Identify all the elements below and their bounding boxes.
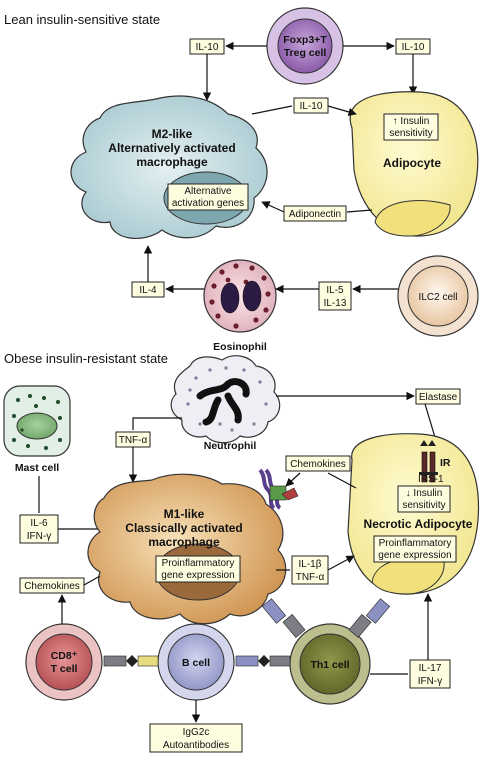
necrotic-genes-box: [373, 535, 457, 563]
eosinophil-label: Eosinophil: [213, 341, 267, 353]
insulin-up-line2: sensitivity: [389, 128, 432, 139]
il5-il13-box: IL-5 IL-13: [318, 281, 352, 311]
adiponectin-box: Adiponectin: [283, 205, 347, 222]
line-chemokines-to-m1: [83, 575, 101, 586]
svg-text:M1-like: M1-like: [164, 507, 205, 521]
insulin-up-line1: ↑ Insulin: [393, 116, 430, 127]
il6-ifng-box: IL-6 IFN-γ: [19, 514, 59, 544]
b-cell: B cell: [157, 623, 235, 701]
svg-text:Autoantibodies: Autoantibodies: [163, 740, 229, 751]
svg-text:T cell: T cell: [51, 663, 78, 675]
il17-ifng-box: IL-17 IFN-γ: [409, 659, 451, 689]
svg-text:IFN-γ: IFN-γ: [27, 531, 51, 542]
svg-text:IL-6: IL-6: [30, 518, 48, 529]
m1-genes-box: [155, 555, 241, 583]
svg-text:TNF-α: TNF-α: [296, 572, 325, 583]
irs1-label: IRS-1: [418, 474, 444, 485]
line-neutrophil-to-tnfa: [132, 417, 182, 430]
il1b-tnfa-box: IL-1β TNF-α: [291, 555, 329, 585]
il10-right-box: IL-10: [395, 38, 431, 55]
necrotic-label: Necrotic Adipocyte: [364, 517, 473, 531]
tnfa-top-box: TNF-α: [115, 431, 151, 448]
il10-left-box: IL-10: [189, 38, 225, 55]
insulin-up-box: [383, 113, 439, 141]
chemokines-left-box: Chemokines: [19, 577, 85, 594]
svg-text:IL-17: IL-17: [419, 663, 442, 674]
svg-text:IL-5: IL-5: [326, 285, 344, 296]
obese-section-title: Obese insulin-resistant state: [4, 351, 168, 366]
receptor-th1-m1: [261, 598, 306, 638]
svg-text:IL-10: IL-10: [300, 101, 323, 112]
svg-text:Elastase: Elastase: [419, 392, 458, 403]
svg-text:IL-10: IL-10: [402, 42, 425, 53]
m1-macrophage: M1-like Classically activated macrophage…: [87, 473, 287, 625]
line-necrotic-to-chemokines: [327, 472, 357, 489]
svg-text:B cell: B cell: [182, 657, 210, 669]
ir-label: IR: [440, 457, 451, 469]
m2-macrophage: M2-like Alternatively activated macropha…: [70, 95, 268, 239]
svg-text:sensitivity: sensitivity: [402, 500, 445, 511]
svg-text:TNF-α: TNF-α: [119, 435, 148, 446]
svg-text:Th1 cell: Th1 cell: [310, 659, 349, 671]
svg-text:Adiponectin: Adiponectin: [289, 209, 341, 220]
receptor-th1-necrotic: [348, 598, 391, 638]
svg-text:Alternative: Alternative: [184, 186, 232, 197]
arrow-adipocyte-to-adiponectin: [346, 209, 373, 213]
svg-text:Classically activated: Classically activated: [125, 521, 242, 535]
il4-box: IL-4: [131, 281, 165, 298]
elastase-box: Elastase: [415, 388, 461, 405]
m2-line2: Alternatively activated: [108, 141, 235, 155]
insulin-down-box: [397, 485, 451, 513]
svg-text:Proinflammatory: Proinflammatory: [162, 558, 235, 569]
il10-mid-box: IL-10: [293, 97, 329, 114]
svg-text:IL-13: IL-13: [324, 298, 347, 309]
necrotic-adipocyte: ↓ Insulin sensitivity Necrotic Adipocyte…: [347, 433, 480, 595]
svg-text:IgG2c: IgG2c: [183, 727, 210, 738]
svg-text:gene expression: gene expression: [378, 550, 451, 561]
arrow-m2-to-il10: [251, 105, 293, 115]
svg-text:Chemokines: Chemokines: [24, 581, 80, 592]
svg-text:IL-1β: IL-1β: [299, 559, 322, 570]
chemokines-top-box: Chemokines: [285, 455, 351, 472]
svg-text:Chemokines: Chemokines: [290, 459, 346, 470]
m2-genes-box: [167, 183, 249, 211]
receptor-bcell-th1: [235, 655, 291, 667]
svg-text:IFN-γ: IFN-γ: [418, 676, 442, 687]
svg-text:CD8⁺: CD8⁺: [51, 650, 78, 662]
cd8-t-cell: CD8⁺ T cell: [25, 623, 103, 701]
mast-cell: Mast cell: [3, 385, 71, 474]
adipocyte-lean: ↑ Insulin sensitivity Adipocyte: [349, 91, 479, 237]
ilc2-cell: ILC2 cell: [397, 255, 479, 337]
tlr-receptor: [269, 485, 299, 501]
svg-text:macrophage: macrophage: [148, 535, 220, 549]
treg-label-line1: Foxp3+T: [283, 34, 327, 46]
adipocyte-label: Adipocyte: [383, 156, 441, 170]
arrow-il10-to-adipocyte-mid: [327, 105, 357, 116]
neutrophil-label: Neutrophil: [204, 440, 257, 452]
arrow-il1b-to-necrotic: [327, 555, 355, 571]
svg-text:activation genes: activation genes: [172, 198, 244, 209]
receptor-cd8-bcell: [103, 655, 159, 667]
neutrophil: Neutrophil: [170, 355, 281, 452]
svg-text:Proinflammatory: Proinflammatory: [379, 538, 452, 549]
lean-section-title: Lean insulin-sensitive state: [4, 12, 160, 27]
igg2c-box: IgG2c Autoantibodies: [149, 723, 243, 753]
arrow-chemokines-to-receptor: [285, 472, 301, 487]
m2-line1: M2-like: [152, 127, 193, 141]
treg-label-line2: Treg cell: [284, 47, 327, 59]
arrow-adiponectin-to-m2: [261, 201, 285, 213]
svg-text:gene expression: gene expression: [161, 570, 234, 581]
svg-text:IL-4: IL-4: [139, 285, 157, 296]
svg-text:ILC2 cell: ILC2 cell: [419, 292, 458, 303]
eosinophil: Eosinophil: [203, 259, 277, 353]
svg-text:↓ Insulin: ↓ Insulin: [406, 488, 443, 499]
m2-line3: macrophage: [136, 155, 208, 169]
treg-cell: Foxp3+T Treg cell: [266, 7, 344, 85]
mast-cell-label: Mast cell: [15, 462, 59, 474]
insulin-receptor: IR IRS-1: [418, 440, 451, 485]
svg-text:IL-10: IL-10: [196, 42, 219, 53]
